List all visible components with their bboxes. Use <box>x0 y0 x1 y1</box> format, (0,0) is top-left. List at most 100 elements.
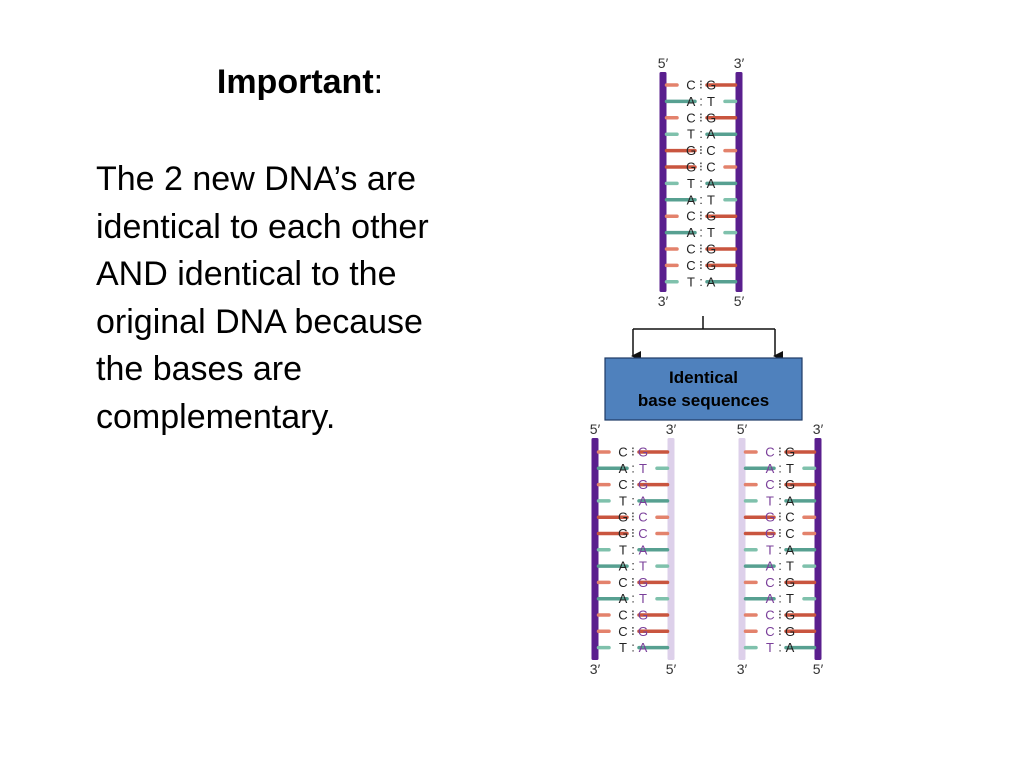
right-base-letter: T <box>786 591 794 606</box>
right-base-letter: C <box>785 510 794 525</box>
three-prime-label: 3′ <box>813 421 824 437</box>
pair-bond-mark: ⁝ <box>699 241 703 256</box>
slide-heading: Important: <box>0 60 600 104</box>
base-pair: G⁝C <box>743 509 817 525</box>
left-base-letter: C <box>686 258 695 273</box>
right-base-letter: C <box>706 143 715 158</box>
base-pair: C ⁝G <box>664 257 738 273</box>
left-base-letter: G <box>765 510 775 525</box>
base-pair: C⁝G <box>596 444 670 460</box>
right-base-letter: G <box>785 575 795 590</box>
three-prime-label: 3′ <box>658 293 669 309</box>
right-base-letter: T <box>707 94 715 109</box>
base-pair: C⁝G <box>596 623 670 639</box>
right-backbone <box>814 438 822 660</box>
left-base-letter: G <box>618 510 628 525</box>
right-base-letter: T <box>639 461 647 476</box>
text-line-6: complementary. <box>96 397 336 436</box>
left-base-letter: A <box>687 94 696 109</box>
right-base-letter: G <box>638 445 648 460</box>
left-base-letter: C <box>765 575 774 590</box>
base-pair: T:A <box>596 640 670 655</box>
right-base-letter: A <box>786 640 795 655</box>
left-base-letter: T <box>619 542 627 557</box>
left-base-letter: C <box>686 209 695 224</box>
left-base-letter: G <box>686 160 696 175</box>
text-line-3: AND identical to the <box>96 255 397 293</box>
right-base-letter: A <box>786 493 795 508</box>
pair-bond-mark: ⁝ <box>778 607 782 622</box>
daughter-dna-left: 5′3′3′5′C⁝GA:TC⁝GT:AG⁝CG⁝CT:AA:TC⁝GA:TC⁝… <box>590 421 677 677</box>
base-pair: T:A <box>596 493 670 508</box>
pair-bond-mark: ⁝ <box>699 257 703 272</box>
right-base-letter: A <box>707 127 716 142</box>
pair-bond-mark: : <box>778 558 782 573</box>
base-pair: T: A <box>664 126 738 142</box>
left-base-letter: A <box>766 461 775 476</box>
five-prime-label: 5′ <box>658 55 669 71</box>
pair-bond-mark: ⁝ <box>631 477 635 492</box>
left-base-letter: C <box>618 575 627 590</box>
pair-bond-mark: : <box>699 126 703 141</box>
left-base-letter: C <box>618 624 627 639</box>
left-base-letter: T <box>766 493 774 508</box>
five-prime-label: 5′ <box>734 293 745 309</box>
pair-bond-mark: ⁝ <box>778 477 782 492</box>
base-pair: C⁝G <box>743 477 817 492</box>
text-line-5: the bases are <box>96 350 303 388</box>
right-base-letter: G <box>706 242 716 257</box>
left-base-letter: A <box>766 591 775 606</box>
right-base-letter: C <box>638 526 647 541</box>
right-base-letter: C <box>785 526 794 541</box>
right-base-letter: G <box>706 78 716 93</box>
base-pair: A:T <box>743 558 817 574</box>
right-base-letter: G <box>785 445 795 460</box>
base-pair: G⁝C <box>596 509 670 525</box>
right-base-letter: T <box>786 559 794 574</box>
base-pair: G⁝C <box>664 143 738 158</box>
base-pair: A:T <box>664 93 738 109</box>
pair-bond-mark: ⁝ <box>699 110 703 125</box>
five-prime-label: 5′ <box>813 661 824 677</box>
base-pair: T:A <box>596 542 670 557</box>
three-prime-label: 3′ <box>734 55 745 71</box>
left-base-letter: C <box>765 624 774 639</box>
left-base-letter: C <box>765 608 774 623</box>
left-base-letter: A <box>687 192 696 207</box>
base-pair: C⁝G <box>664 208 738 224</box>
base-pair: T:A <box>743 640 817 655</box>
left-base-letter: T <box>687 127 695 142</box>
right-base-letter: G <box>706 258 716 273</box>
base-pair: A: T <box>596 591 670 606</box>
base-pair: A:T <box>596 558 670 574</box>
left-base-letter: A <box>619 461 628 476</box>
left-backbone <box>591 438 599 660</box>
right-base-letter: A <box>639 640 648 655</box>
right-base-letter: C <box>706 160 715 175</box>
right-base-letter: T <box>639 591 647 606</box>
pair-bond-mark: ⁝ <box>699 208 703 223</box>
left-base-letter: A <box>619 591 628 606</box>
base-pair: A:T <box>664 225 738 240</box>
text-line-4: original DNA because <box>96 302 423 341</box>
pair-bond-mark: : <box>778 640 782 655</box>
pair-bond-mark: ⁝ <box>699 77 703 92</box>
left-base-letter: T <box>619 640 627 655</box>
pair-bond-mark: ⁝ <box>631 526 635 541</box>
pair-bond-mark: : <box>631 591 635 606</box>
right-base-letter: T <box>707 225 715 240</box>
pair-bond-mark: : <box>699 175 703 190</box>
base-pair: C⁝G <box>743 574 817 590</box>
right-base-letter: G <box>785 624 795 639</box>
right-base-letter: A <box>639 493 648 508</box>
three-prime-label: 3′ <box>666 421 677 437</box>
left-base-letter: T <box>766 542 774 557</box>
five-prime-label: 5′ <box>666 661 677 677</box>
base-pair: C⁝G <box>596 574 670 590</box>
three-prime-label: 3′ <box>590 661 601 677</box>
base-pair: C⁝G <box>743 444 817 460</box>
five-prime-label: 5′ <box>590 421 601 437</box>
base-pair: A:T <box>664 192 738 207</box>
base-pair: T:A <box>664 175 738 191</box>
